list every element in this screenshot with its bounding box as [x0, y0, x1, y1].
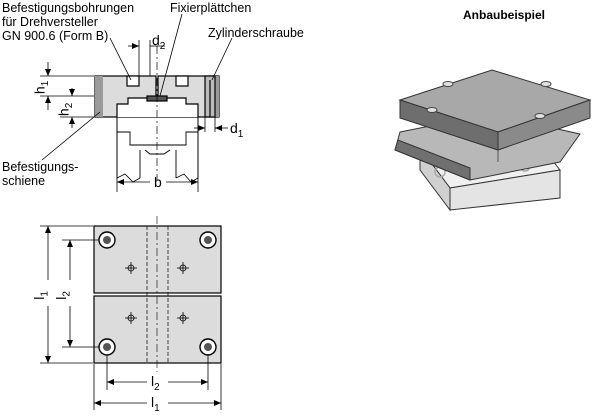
- mounting-holes-label-1: Befestigungsbohrungen: [2, 1, 135, 15]
- example-title: Anbaubeispiel: [463, 8, 546, 22]
- dim-l2-vertical: l2: [52, 291, 73, 300]
- front-view: [94, 46, 220, 183]
- mounting-example: [394, 69, 592, 212]
- dim-h2: h2: [55, 102, 76, 117]
- dim-d1: d1: [230, 120, 244, 140]
- dim-l2-horizontal: l2: [151, 373, 160, 393]
- top-view: [93, 216, 222, 372]
- dim-d2: d2: [152, 32, 166, 52]
- cylinder-screw-label: Zylinderschraube: [208, 26, 304, 40]
- leader-lines: [41, 13, 233, 161]
- rail-label-2: schiene: [2, 174, 46, 188]
- front-dimensions: [40, 40, 228, 192]
- mounting-rail: [116, 117, 199, 178]
- top-dimensions: [40, 225, 222, 410]
- top-view-plate-lower: [93, 295, 222, 364]
- fixing-plate-label: Fixierplättchen: [170, 1, 252, 15]
- mounting-holes-label-3: GN 900.6 (Form B): [2, 29, 109, 43]
- rail-label-1: Befestigungs-: [2, 160, 79, 174]
- dim-h1: h1: [31, 80, 52, 95]
- mounting-holes-label-2: für Drehversteller: [2, 15, 98, 29]
- dim-l1-horizontal: l1: [151, 394, 160, 414]
- dim-l1-vertical: l1: [30, 291, 51, 300]
- dim-b: b: [154, 174, 162, 190]
